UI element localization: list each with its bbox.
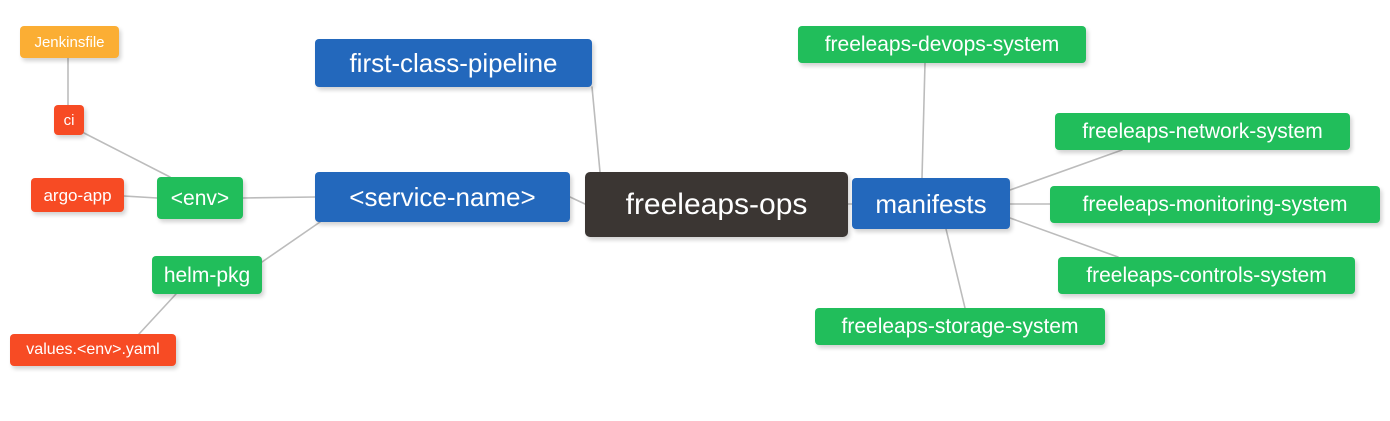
node-label-manifests: manifests <box>875 188 987 219</box>
node-pipeline[interactable]: first-class-pipeline <box>315 39 592 87</box>
node-controls[interactable]: freeleaps-controls-system <box>1058 257 1355 294</box>
node-manifests[interactable]: manifests <box>852 178 1010 229</box>
edge-manifests-to-controls <box>1009 217 1119 258</box>
node-monitoring[interactable]: freeleaps-monitoring-system <box>1050 186 1380 223</box>
node-label-env: <env> <box>170 186 230 210</box>
node-root[interactable]: freeleaps-ops <box>585 172 848 237</box>
node-argo[interactable]: argo-app <box>31 178 124 212</box>
node-label-values: values.<env>.yaml <box>26 341 160 358</box>
edge-manifests-to-devops <box>921 62 926 179</box>
node-label-root: freeleaps-ops <box>625 187 808 221</box>
edge-service-to-env <box>242 196 316 199</box>
node-storage[interactable]: freeleaps-storage-system <box>815 308 1105 345</box>
edge-root-to-pipeline <box>591 86 601 173</box>
edge-manifests-to-storage <box>945 228 966 309</box>
edge-helm-to-values <box>138 293 177 335</box>
node-helm[interactable]: helm-pkg <box>152 256 262 294</box>
node-service[interactable]: <service-name> <box>315 172 570 222</box>
node-values[interactable]: values.<env>.yaml <box>10 334 176 366</box>
node-jenkins[interactable]: Jenkinsfile <box>20 26 119 58</box>
node-label-helm: helm-pkg <box>163 263 251 287</box>
edge-root-to-service <box>569 196 586 205</box>
node-label-pipeline: first-class-pipeline <box>349 48 558 78</box>
node-ci[interactable]: ci <box>54 105 84 135</box>
node-label-service: <service-name> <box>349 182 536 212</box>
node-label-devops: freeleaps-devops-system <box>824 33 1060 56</box>
edge-manifests-to-network <box>1009 149 1123 191</box>
node-label-network: freeleaps-network-system <box>1082 120 1323 143</box>
node-env[interactable]: <env> <box>157 177 243 219</box>
node-label-ci: ci <box>63 111 75 129</box>
node-label-monitoring: freeleaps-monitoring-system <box>1082 193 1348 216</box>
edge-service-to-helm <box>261 221 321 263</box>
node-label-argo: argo-app <box>43 185 112 205</box>
node-network[interactable]: freeleaps-network-system <box>1055 113 1350 150</box>
node-label-controls: freeleaps-controls-system <box>1086 264 1327 287</box>
node-label-storage: freeleaps-storage-system <box>841 315 1079 338</box>
node-devops[interactable]: freeleaps-devops-system <box>798 26 1086 63</box>
edge-env-to-argo <box>123 195 158 199</box>
edge-env-to-ci <box>83 132 171 178</box>
node-label-jenkins: Jenkinsfile <box>34 33 105 51</box>
